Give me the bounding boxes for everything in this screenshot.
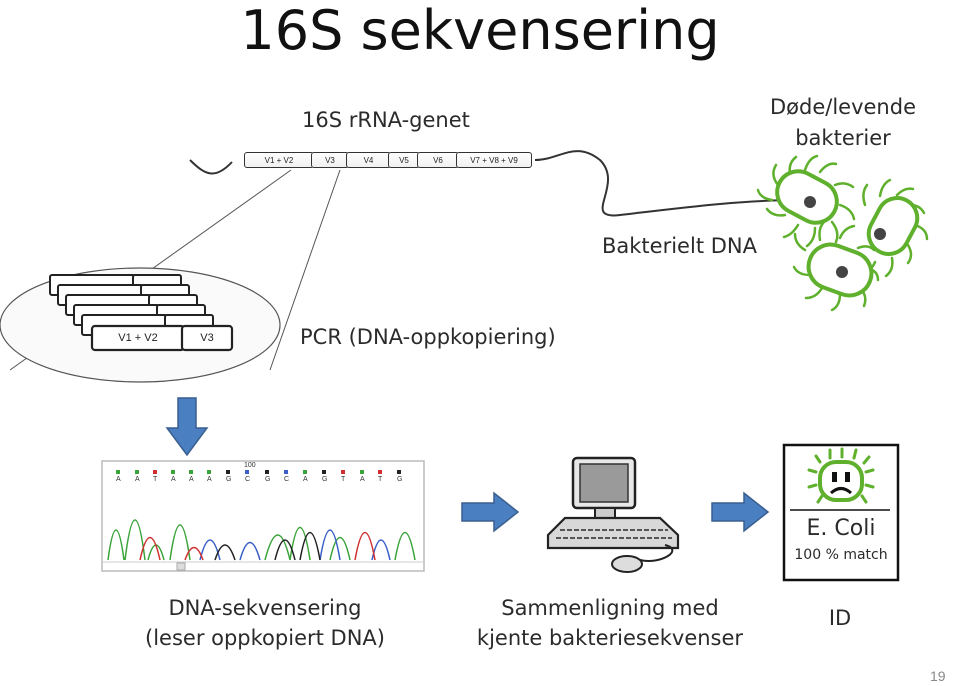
zoom-line-right xyxy=(269,169,341,371)
chromatogram-position: 100 xyxy=(244,462,256,469)
right-arrow-icon-2 xyxy=(711,491,770,533)
gene-line-left xyxy=(189,159,233,175)
gene-segment-v4: V4 xyxy=(346,152,391,168)
dead-alive-line2: bakterier xyxy=(795,126,891,150)
caption-sequencing-line1: DNA-sekvensering xyxy=(168,596,362,620)
down-arrow-icon xyxy=(165,397,209,457)
chromatogram xyxy=(101,460,425,572)
sad-bacterium-icon xyxy=(807,447,875,504)
base-letter: G xyxy=(322,476,328,483)
caption-comparison-line2: kjente bakteriesekvenser xyxy=(476,626,744,650)
base-letter: G xyxy=(226,476,232,483)
page-number: 19 xyxy=(930,668,946,684)
page-title: 16S sekvensering xyxy=(240,0,720,62)
dead-alive-line1: Døde/levende xyxy=(769,95,916,119)
dead-alive-label: Døde/levende bakterier xyxy=(748,92,938,154)
base-letter: A xyxy=(360,476,365,483)
base-letter: T xyxy=(153,476,158,483)
base-letter: A xyxy=(207,476,212,483)
result-name: E. Coli xyxy=(806,516,876,541)
caption-comparison: Sammenligning med kjente bakteriesekvens… xyxy=(455,593,765,653)
gene-segment-v6: V6 xyxy=(417,152,459,168)
base-letter: A xyxy=(303,476,308,483)
gene-line-right xyxy=(534,150,801,217)
bacteria-illustration xyxy=(756,154,929,312)
base-letter: A xyxy=(171,476,176,483)
caption-sequencing-line2: (leser oppkopiert DNA) xyxy=(145,626,385,650)
base-letter: T xyxy=(378,476,383,483)
result-match: 100 % match xyxy=(794,547,888,563)
gene-segment-v5: V5 xyxy=(388,152,420,168)
base-letter: C xyxy=(284,476,290,483)
gene-label: 16S rRNA-genet xyxy=(302,108,470,132)
base-letter: A xyxy=(116,476,121,483)
base-letter: G xyxy=(265,476,271,483)
base-letter: A xyxy=(135,476,140,483)
gene-segment-v7-v8-v9: V7 + V8 + V9 xyxy=(456,152,532,168)
caption-sequencing: DNA-sekvensering (leser oppkopiert DNA) xyxy=(120,593,410,653)
pcr-front-v1v2-label: V1 + V2 xyxy=(118,332,158,344)
caption-comparison-line1: Sammenligning med xyxy=(501,596,719,620)
bacterial-dna-label: Bakterielt DNA xyxy=(602,234,757,258)
base-letter: A xyxy=(189,476,194,483)
right-arrow-icon-1 xyxy=(461,491,520,533)
caption-id: ID xyxy=(828,606,852,630)
base-letter: T xyxy=(341,476,346,483)
pcr-front-v3-label: V3 xyxy=(200,332,214,344)
computer-icon xyxy=(546,456,680,573)
gene-segment-v3: V3 xyxy=(311,152,349,168)
base-letter: C xyxy=(245,476,251,483)
gene-segment-v1-v2: V1 + V2 xyxy=(244,152,314,168)
pcr-label: PCR (DNA-oppkopiering) xyxy=(300,325,556,349)
base-letter: G xyxy=(397,476,403,483)
pcr-copies xyxy=(49,274,234,352)
